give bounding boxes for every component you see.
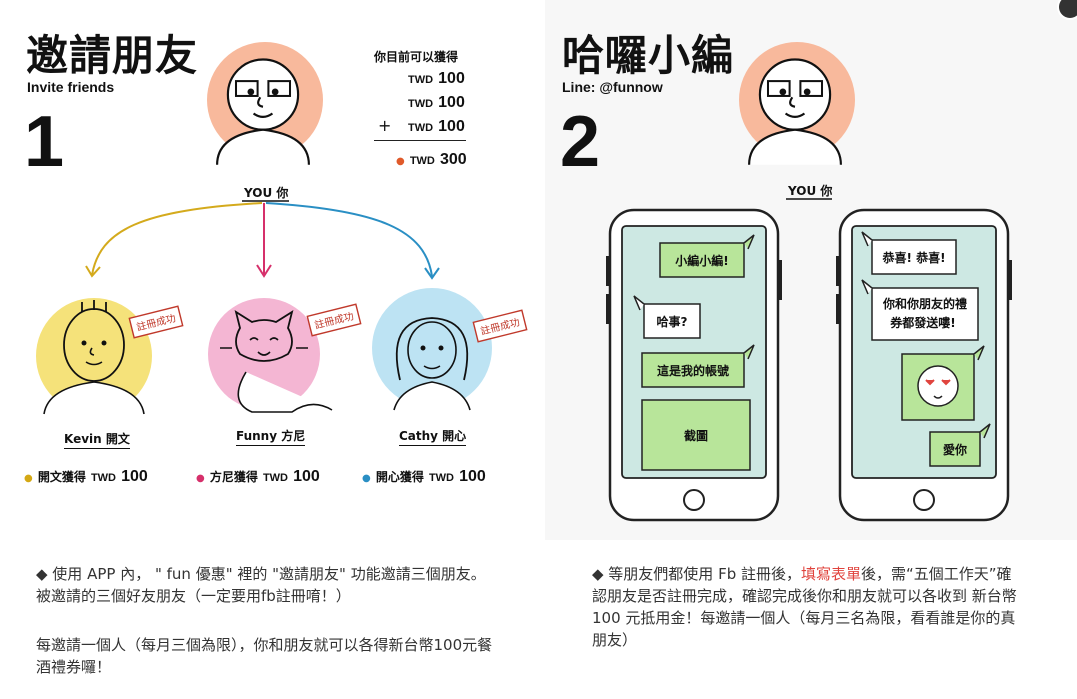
chat-bubble-text: 愛你 [943,442,967,457]
you-label-left: YOU 你 [244,186,289,200]
friend-reward-cathy: ● 開心獲得 TWD 100 [362,468,486,485]
friend-avatar-kevin [36,298,152,415]
sum-divider [374,140,466,141]
stamp-kevin: 註冊成功 [128,305,184,339]
chat-bubble-text: 截圖 [684,428,708,443]
plus-sign: + [378,116,392,135]
illustration: 註冊成功 註冊成功 註冊成功 [36,42,1012,522]
friend-reward-funny: ● 方尼獲得 TWD 100 [196,468,320,485]
friend-avatar-funny [208,298,333,413]
chat-bubble-text: 券都發送嘍! [889,315,955,330]
earn-total: ● TWD 300 [396,151,467,168]
earn-row: TWD 100 [408,70,465,87]
friend-name-cathy: Cathy 開心 [399,427,467,446]
chat-bubble-text: 你和你朋友的禮 [882,296,967,311]
right-instructions: ◆ 等朋友們都使用 Fb 註冊後，填寫表單後，需“五個工作天”確認朋友是否註冊完… [592,565,1017,649]
phone-1 [606,208,782,522]
earn-row: TWD 100 [408,118,465,135]
chat-bubble-text: 恭喜! 恭喜! [881,250,945,265]
right-subtitle: Line: @funnow [562,79,663,95]
left-instructions: ◆ 使用 APP 內， " fun 優惠" 裡的 "邀請朋友" 功能邀請三個朋友… [36,565,486,605]
chat-bubble-text: 這是我的帳號 [657,363,729,378]
stamp-cathy: 註冊成功 [472,309,528,343]
left-note: 每邀請一個人（每月三個為限），你和朋友就可以各得新台幣100元餐酒禮券囉！ [36,636,493,676]
stamp-funny: 註冊成功 [306,303,362,337]
friend-reward-kevin: ● 開文獲得 TWD 100 [24,468,148,485]
left-step-number: 1 [24,102,65,182]
friend-avatar-cathy [372,288,492,411]
you-avatar-left [207,42,323,165]
right-title: 哈囉小編 [562,31,735,80]
form-link[interactable]: 填寫表單 [801,565,862,583]
you-label-right: YOU 你 [788,184,833,198]
chat-bubble-text: 哈事? [657,314,688,329]
right-step-number: 2 [560,102,601,182]
earn-row: TWD 100 [408,94,465,111]
left-title: 邀請朋友 [26,31,199,80]
earn-header: 你目前可以獲得 [374,50,459,64]
chat-bubble-text: 小編小編! [675,253,728,268]
friend-name-funny: Funny 方尼 [236,427,306,446]
you-avatar-right [739,42,855,165]
friend-name-kevin: Kevin 開文 [64,430,130,449]
corner-icon[interactable] [1057,0,1077,20]
left-subtitle: Invite friends [27,79,115,95]
phone-2 [836,208,1012,522]
